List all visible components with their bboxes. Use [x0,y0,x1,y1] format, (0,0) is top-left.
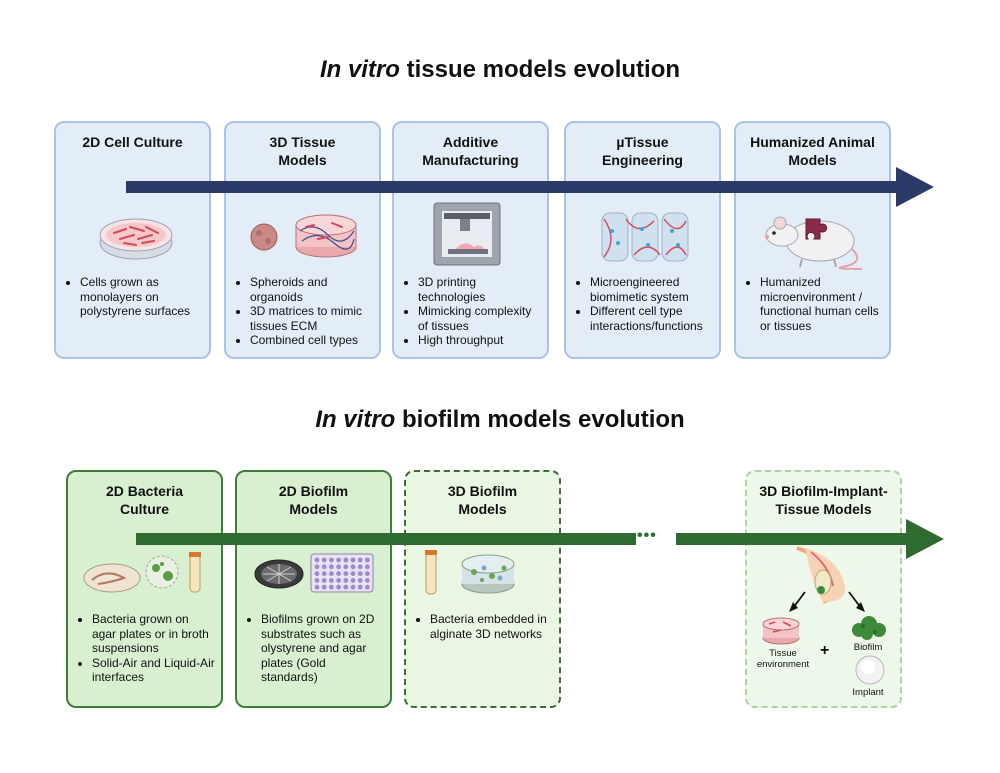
plus-sign: + [820,642,830,659]
petri-dish-icon [99,218,173,260]
card-title: 2D Bacteria Culture [105,483,184,517]
card-title: µTissue Engineering [602,134,683,168]
agar-plate-and-tube-icon [83,552,201,593]
3d-printer-icon [433,202,501,266]
biofilm-section-title: In vitro biofilm models evolution [315,406,685,433]
tissue-timeline-arrow [126,167,934,207]
card-title: 2D Biofilm Models [278,483,349,517]
tissue-card-humanized-animal-models: Humanized Animal Models Humanized microe… [734,121,891,359]
biofilm-timeline-arrow [136,519,944,559]
biofilm-cluster-icon [852,616,886,640]
tissue-block-icon [762,617,800,645]
biofilm-card-2d-bacteria-culture: 2D Bacteria Culture Bacteria grown on ag… [66,470,223,708]
card-title: 2D Cell Culture [82,134,183,150]
timeline-ellipsis: ••• [637,527,657,544]
bullet-list: 3D printing technologies Mimicking compl… [404,275,541,348]
biofilm-card-3d-biofilm-implant-tissue-models: 3D Biofilm-Implant-Tissue Models Tissue … [745,470,902,708]
bullet-list: Cells grown as monolayers on polystyrene… [66,275,203,319]
tissue-card-3d-tissue-models: 3D Tissue Models Spheroids and organoids… [224,121,381,359]
tissue-environment-label: Tissue environment [756,648,810,670]
card-title: 3D Tissue Models [269,134,336,168]
microchip-icon [601,212,689,262]
split-arrows-icon [789,591,865,612]
bullet-list: Spheroids and organoids 3D matrices to m… [236,275,373,348]
spheroid-and-matrix-icon [250,214,357,258]
biofilm-plate-and-wellplate-icon [254,553,374,593]
breast-implant-anatomy-icon [796,546,846,604]
tissue-card-additive-manufacturing: Additive Manufacturing 3D printing techn… [392,121,549,359]
tissue-card-2d-cell-culture: 2D Cell Culture Cells grown as monolayer… [54,121,211,359]
card-title: Additive Manufacturing [422,134,519,168]
biofilm-label: Biofilm [853,642,883,653]
tissue-section-title: In vitro tissue models evolution [319,56,681,83]
card-title: 3D Biofilm Models [447,483,518,517]
biofilm-card-3d-biofilm-models: 3D Biofilm Models Bacteria embedded in a… [404,470,561,708]
bullet-list: Bacteria grown on agar plates or in brot… [78,612,215,685]
bullet-list: Biofilms grown on 2D substrates such as … [247,612,384,685]
biofilm-card-2d-biofilm-models: 2D Biofilm Models Biofilms grown on 2D s… [235,470,392,708]
bullet-list: Microengineered biomimetic system Differ… [576,275,713,333]
alginate-network-icon [425,550,515,595]
bullet-list: Humanized microenvironment / functional … [746,275,883,333]
implant-label: Implant [852,687,884,698]
card-title: 3D Biofilm-Implant-Tissue Models [759,483,888,517]
mouse-icon [765,216,863,270]
bullet-list: Bacteria embedded in alginate 3D network… [416,612,553,641]
card-title: Humanized Animal Models [750,134,875,168]
implant-icon [855,655,885,685]
tissue-card-utissue-engineering: µTissue Engineering Microengineered biom… [564,121,721,359]
